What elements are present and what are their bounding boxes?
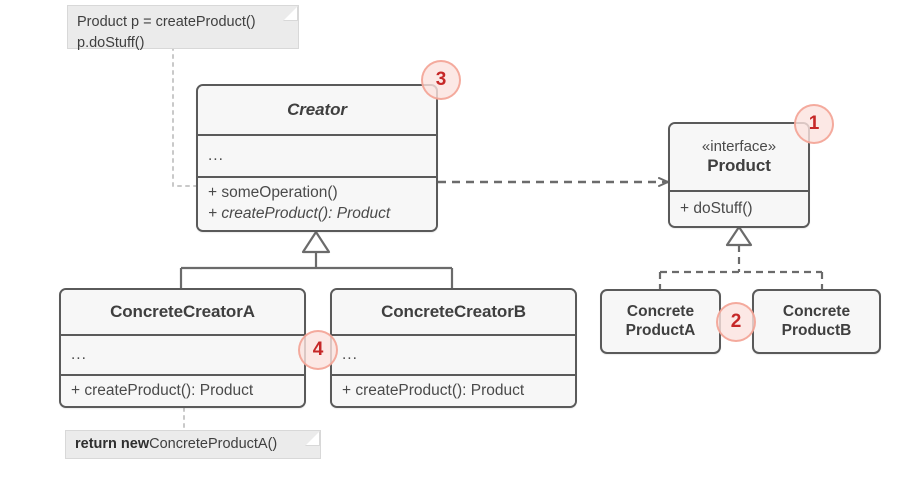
concrete-creator-a-attributes-placeholder: ... bbox=[71, 346, 87, 363]
note-client-code: Product p = createProduct() p.doStuff() bbox=[67, 5, 299, 51]
product-stereotype: «interface» bbox=[701, 138, 777, 156]
step-badge-4-label: 4 bbox=[312, 339, 324, 360]
step-badge-2-label: 2 bbox=[730, 311, 742, 332]
step-badge-1-label: 1 bbox=[808, 113, 820, 134]
step-badge-1[interactable]: 1 bbox=[794, 104, 834, 144]
class-name-creator: Creator bbox=[287, 100, 347, 119]
creator-operations-compartment: + someOperation() + createProduct(): Pro… bbox=[198, 176, 436, 230]
note-client-code-line-1: Product p = createProduct() bbox=[77, 14, 256, 30]
class-box-concrete-creator-a[interactable]: ConcreteCreatorA ... + createProduct(): … bbox=[59, 288, 306, 408]
concrete-product-a-title-compartment: Concrete ProductA bbox=[626, 303, 696, 340]
step-badge-2[interactable]: 2 bbox=[716, 302, 756, 342]
relationship-concrete-products-realize-product bbox=[658, 225, 824, 289]
class-name-concrete-product-a-line-1: Concrete bbox=[626, 302, 695, 320]
step-badge-4[interactable]: 4 bbox=[298, 330, 338, 370]
creator-attributes-placeholder: ... bbox=[208, 147, 224, 164]
class-name-product: Product bbox=[707, 155, 771, 175]
product-operations-compartment: + doStuff() bbox=[670, 190, 808, 226]
note-connector-client-code bbox=[172, 46, 197, 187]
note-return-expression: ConcreteProductA() bbox=[149, 436, 278, 452]
creator-operation-some-operation: + someOperation() bbox=[208, 184, 338, 202]
concrete-creator-b-title-compartment: ConcreteCreatorB bbox=[332, 290, 575, 334]
class-box-concrete-product-a[interactable]: Concrete ProductA bbox=[600, 289, 721, 354]
class-name-concrete-product-b-line-1: Concrete bbox=[782, 302, 851, 320]
concrete-creator-b-operation-create-product: + createProduct(): Product bbox=[342, 381, 525, 399]
class-name-concrete-product-a-line-2: ProductA bbox=[625, 321, 696, 339]
concrete-creator-a-attributes-compartment: ... bbox=[61, 334, 304, 374]
class-name-concrete-product-b-line-2: ProductB bbox=[781, 321, 852, 339]
creator-attributes-compartment: ... bbox=[198, 134, 436, 176]
product-operation-do-stuff: + doStuff() bbox=[680, 199, 753, 217]
concrete-creator-b-attributes-compartment: ... bbox=[332, 334, 575, 374]
class-box-concrete-product-b[interactable]: Concrete ProductB bbox=[752, 289, 881, 354]
concrete-creator-b-attributes-placeholder: ... bbox=[342, 346, 358, 363]
product-title-compartment: «interface» Product bbox=[670, 124, 808, 190]
creator-title-compartment: Creator bbox=[198, 86, 436, 134]
step-badge-3[interactable]: 3 bbox=[421, 60, 461, 100]
concrete-creator-a-operations-compartment: + createProduct(): Product bbox=[61, 374, 304, 406]
note-return-fold-corner-icon bbox=[305, 431, 320, 446]
relationship-concrete-creators-generalize-creator bbox=[179, 230, 454, 288]
class-name-concrete-creator-a: ConcreteCreatorA bbox=[110, 302, 255, 321]
step-badge-3-label: 3 bbox=[435, 69, 447, 90]
note-return-keyword: return new bbox=[75, 436, 150, 452]
class-box-product[interactable]: «interface» Product + doStuff() bbox=[668, 122, 810, 228]
concrete-creator-b-operations-compartment: + createProduct(): Product bbox=[332, 374, 575, 406]
note-client-code-line-2: p.doStuff() bbox=[77, 35, 145, 52]
class-box-concrete-creator-b[interactable]: ConcreteCreatorB ... + createProduct(): … bbox=[330, 288, 577, 408]
note-return-statement: return new ConcreteProductA() bbox=[65, 430, 321, 459]
concrete-creator-a-operation-create-product: + createProduct(): Product bbox=[71, 381, 254, 399]
creator-operation-create-product: + createProduct(): Product bbox=[208, 205, 391, 222]
concrete-product-b-title-compartment: Concrete ProductB bbox=[782, 303, 852, 340]
class-box-creator[interactable]: Creator ... + someOperation() + createPr… bbox=[196, 84, 438, 232]
concrete-creator-a-title-compartment: ConcreteCreatorA bbox=[61, 290, 304, 334]
class-name-concrete-creator-b: ConcreteCreatorB bbox=[381, 302, 526, 321]
